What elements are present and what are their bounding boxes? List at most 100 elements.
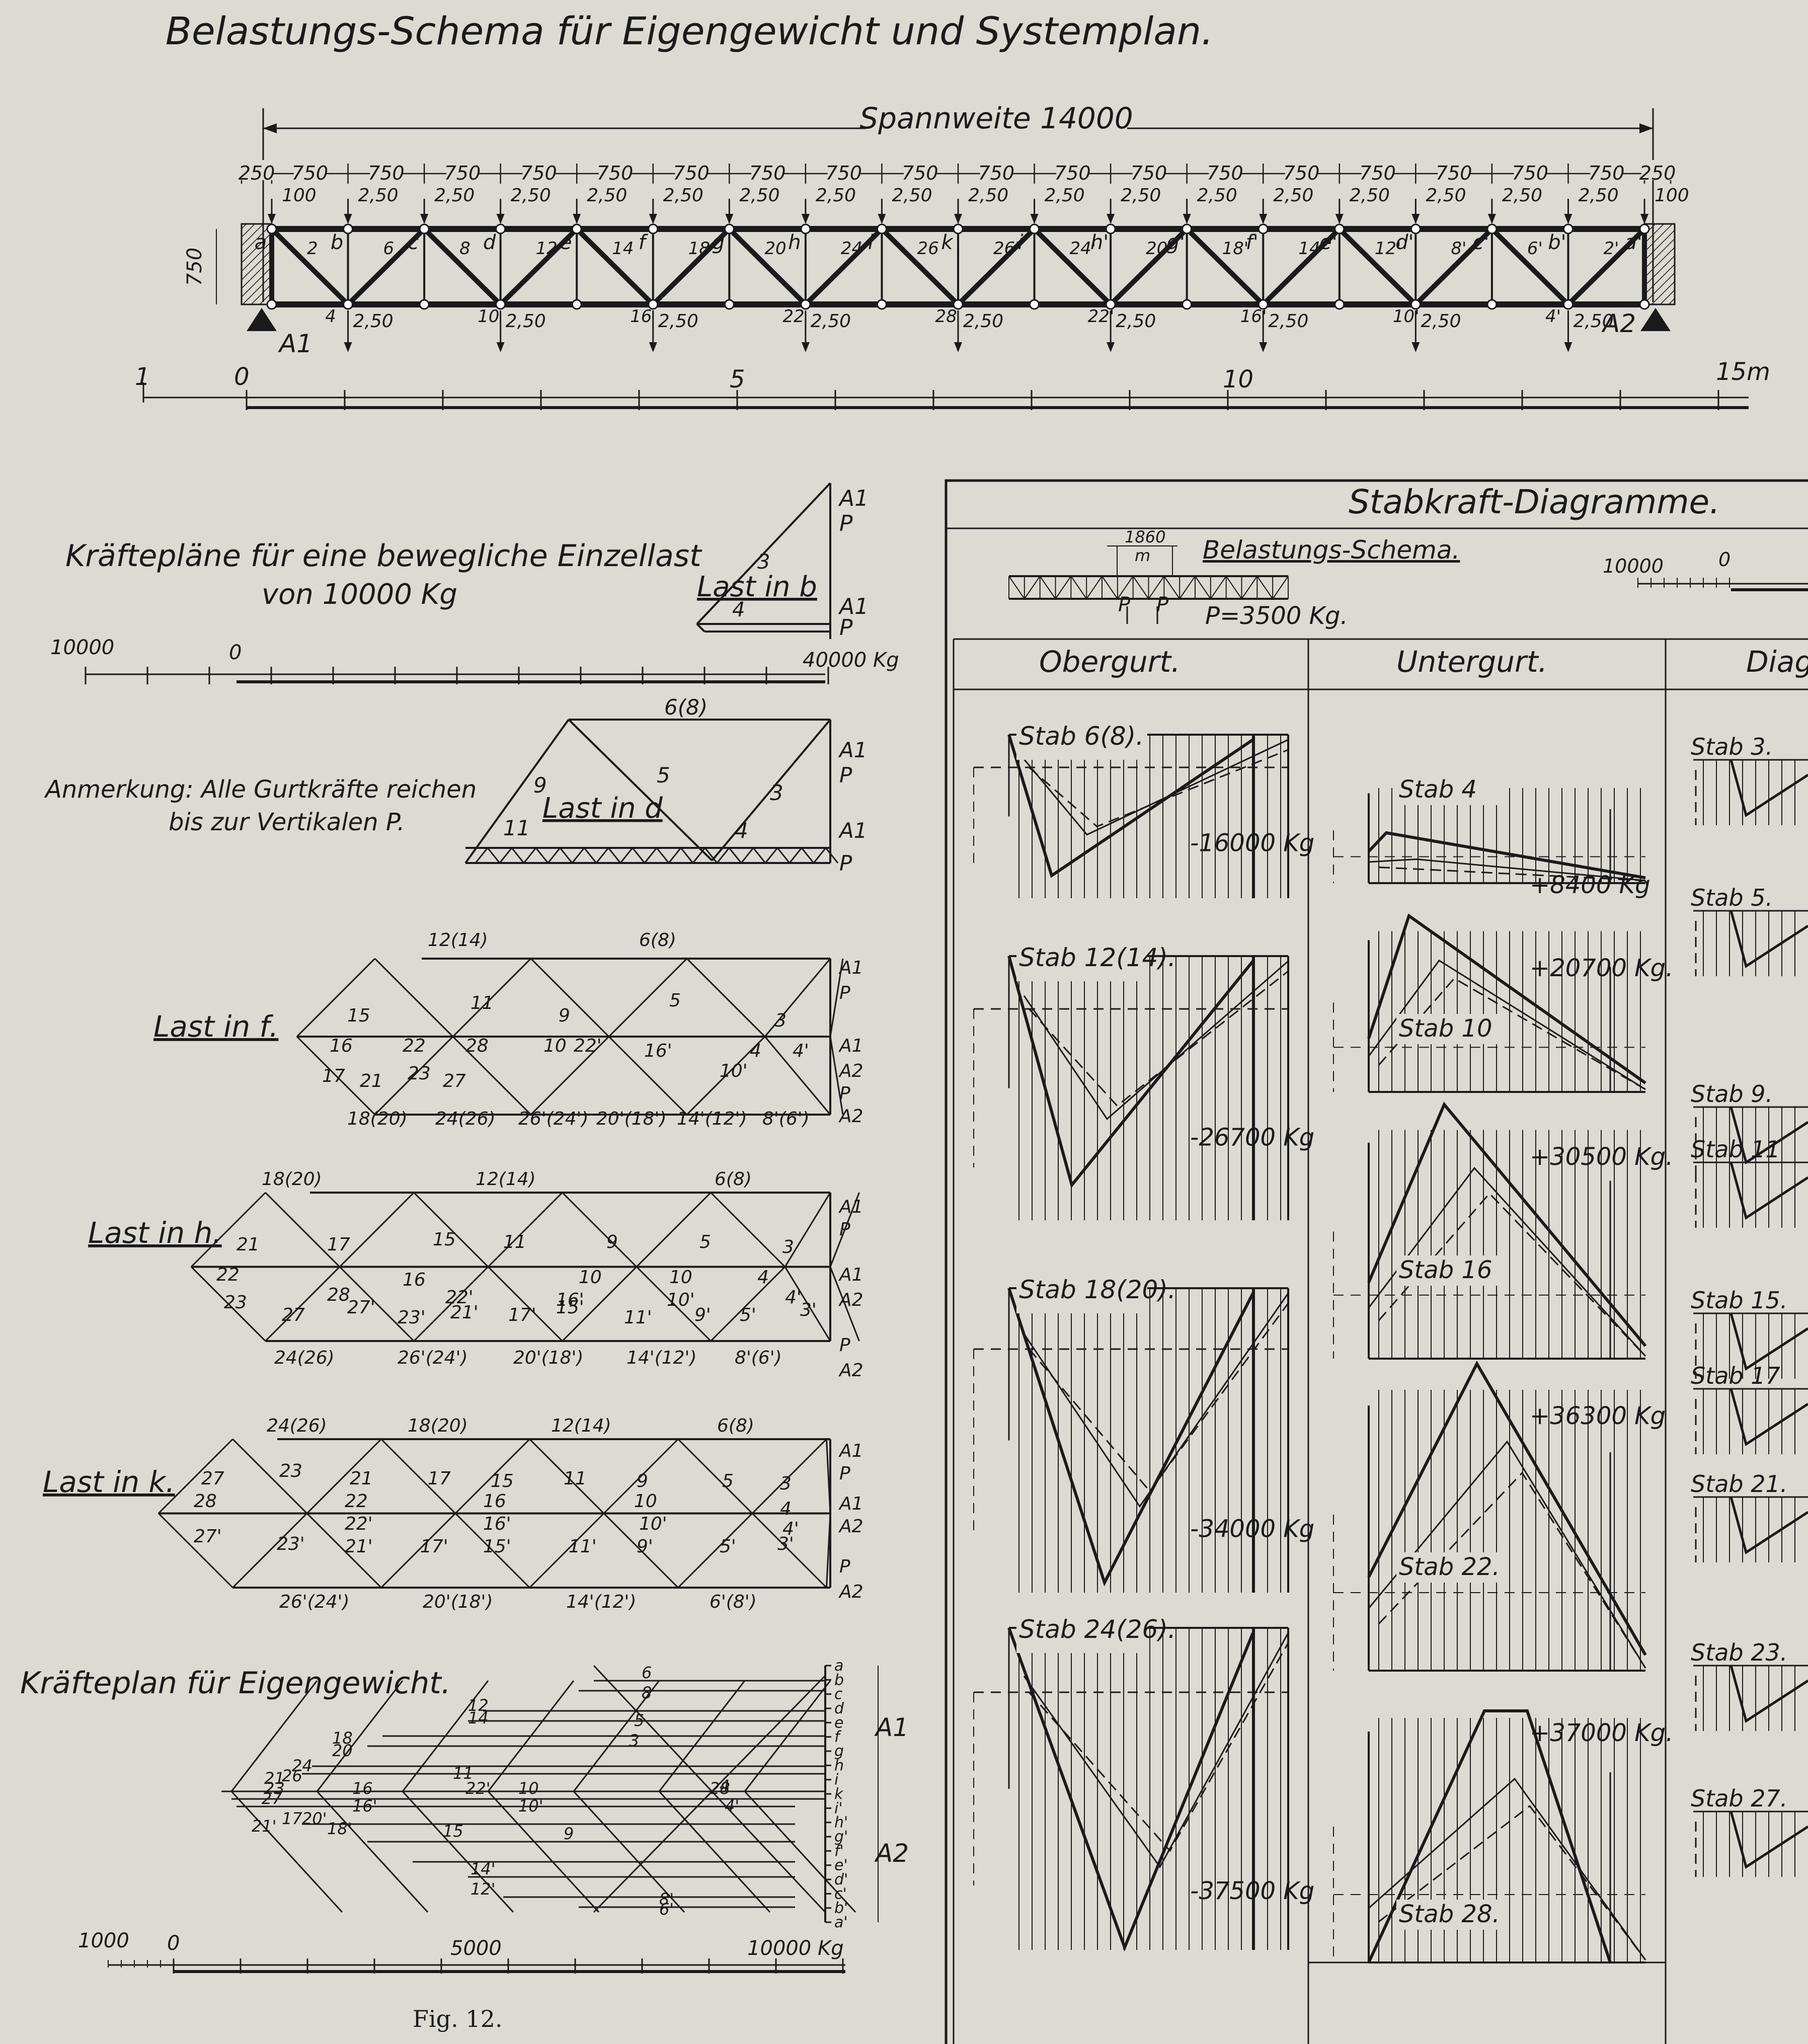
plan-k-label: 3': [777, 1534, 794, 1554]
load-value: 2,50: [811, 311, 851, 332]
load-value: 2,50: [511, 185, 551, 206]
node-letter: i: [868, 231, 874, 254]
plan-h-label: 22': [445, 1287, 474, 1308]
plan-h-label: 21: [237, 1234, 260, 1255]
eigen-label: A1: [874, 1713, 909, 1742]
scale-e-10000: 10000 Kg: [747, 1937, 844, 1960]
truss-node: [343, 299, 354, 310]
panel-dim-label: 750: [520, 162, 557, 184]
eigen-letter: e': [834, 1857, 848, 1874]
belastungs-schema-label: Belastungs-Schema.: [1203, 535, 1460, 565]
eigen-letter: h: [834, 1757, 844, 1774]
plan-f-label: 24(26): [435, 1109, 496, 1129]
plan-k-label: 16: [483, 1491, 506, 1512]
plan-h-label: 9: [606, 1232, 618, 1252]
truss-node: [1105, 223, 1116, 234]
bar-label: 2': [1603, 239, 1619, 259]
plan-k-label: 11': [569, 1536, 597, 1557]
plan-h-label: 24(26): [274, 1348, 335, 1368]
eigen-letter: h': [834, 1814, 848, 1832]
member-line: [801, 847, 815, 863]
truss-node: [1334, 299, 1345, 310]
truss-diagonal: [651, 227, 731, 306]
member-line: [402, 1680, 489, 1792]
load-value: 2,50: [358, 185, 399, 206]
member-line: [529, 1438, 605, 1514]
member-line: [523, 847, 537, 863]
panel-dim-label: 750: [597, 162, 634, 184]
member-line: [374, 958, 454, 1038]
eigen-label: 28: [710, 1779, 730, 1798]
scale-r-0: 0: [1718, 548, 1731, 571]
bar-label: 10': [1393, 306, 1420, 327]
influence-line-dashed: [1028, 1303, 1289, 1492]
member-line: [530, 958, 610, 1038]
plan-f-label: 3: [775, 1010, 787, 1031]
node-letter: e: [560, 231, 572, 254]
panel-dim-label: 750: [1207, 162, 1243, 184]
plan-k-label: 6'(8'): [710, 1592, 757, 1612]
load-arrowhead: [344, 342, 352, 352]
node-letter: g: [712, 231, 725, 254]
load-arrowhead: [1259, 342, 1268, 352]
schema-P2: P: [1156, 593, 1169, 616]
member-line: [658, 1790, 771, 1913]
plan-f-label: 22: [403, 1036, 426, 1056]
load-value: 2,50: [816, 185, 856, 206]
member-line: [190, 1266, 266, 1342]
load-arrowhead: [801, 214, 810, 224]
member-line: [1148, 576, 1165, 599]
truss-node: [571, 299, 582, 310]
member-line: [1195, 576, 1211, 599]
diagonal-stab-label: Stab 15.: [1691, 1287, 1787, 1314]
plan-f-label: A2: [838, 1061, 863, 1081]
plan-h-label: 16': [556, 1290, 584, 1310]
figure-label: Fig. 12.: [413, 2005, 502, 2032]
plan-h-label: A1: [838, 1265, 863, 1285]
bar-label: 22': [1088, 306, 1115, 327]
truss-node: [1182, 299, 1193, 310]
plan-h-label: 5: [699, 1232, 711, 1252]
truss-node: [1639, 223, 1650, 234]
schema-P1: P: [1118, 593, 1131, 616]
member-line: [158, 1438, 233, 1514]
plan-f-label: 15: [347, 1005, 370, 1026]
bar-label: 16': [1240, 306, 1267, 327]
member-line: [784, 1266, 831, 1342]
member-line: [677, 1438, 753, 1514]
member-line: [547, 847, 561, 863]
force-plan-last-f: [296, 958, 844, 1116]
influence-line-dashed: [1029, 749, 1289, 828]
untergurt-stab-label: Stab 28.: [1399, 1900, 1500, 1928]
plan-h-label: 9': [694, 1305, 711, 1325]
eigen-label: 10: [518, 1779, 539, 1798]
member-line: [1179, 576, 1196, 599]
truss-node: [571, 223, 582, 234]
load-value: 2,50: [1045, 185, 1085, 206]
eigen-letter: a: [834, 1657, 843, 1675]
load-arrowhead: [1487, 214, 1496, 224]
truss-diagonal: [1413, 227, 1494, 306]
truss-node: [1257, 223, 1269, 234]
plan-h-label: 27: [282, 1305, 305, 1325]
member-line: [710, 1266, 786, 1342]
truss-diagonal: [1033, 227, 1113, 306]
panel-dim-label: 250: [1639, 162, 1676, 184]
plan-k-label: 12(14): [551, 1416, 611, 1436]
bar-label: 22: [782, 306, 804, 327]
eigen-letter: f': [834, 1842, 844, 1860]
eigen-label: 3: [629, 1731, 639, 1750]
truss-node: [419, 299, 430, 310]
panel-dim-label: 750: [368, 162, 405, 184]
bar-label: 14: [612, 239, 634, 259]
header-untergurt: Untergurt.: [1396, 645, 1547, 679]
eigen-letter: d: [834, 1700, 844, 1717]
obergurt-stab-label: Stab 12(14).: [1019, 943, 1176, 972]
plan-h-label: 4': [785, 1287, 802, 1308]
bar-label: 18: [688, 239, 710, 259]
plan-d-label: 5: [657, 763, 670, 788]
plan-f-label: 8'(6'): [762, 1109, 810, 1129]
plan-h-label: 3: [782, 1237, 794, 1257]
